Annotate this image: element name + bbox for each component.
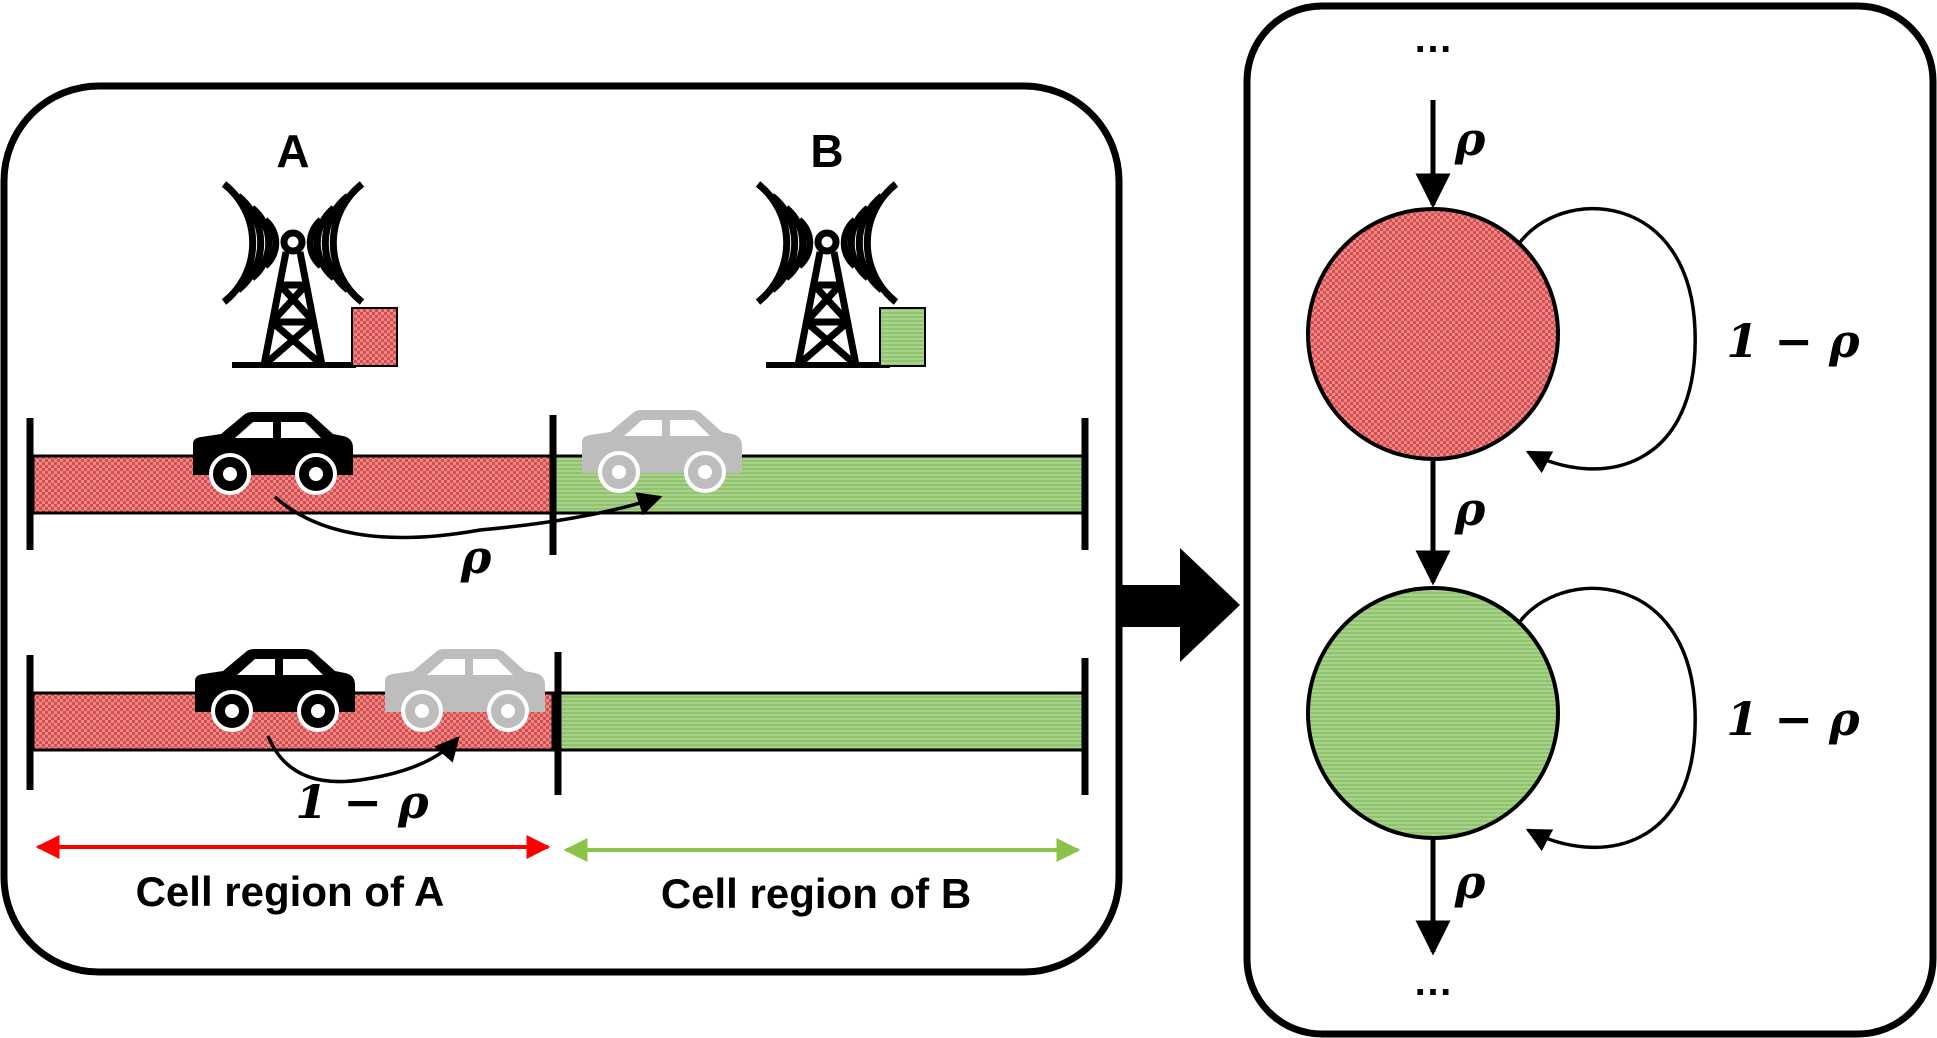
car-icon bbox=[193, 412, 353, 495]
outgoing-probability-label: ρ bbox=[1454, 855, 1486, 909]
state-b-selfloop-arrow bbox=[1516, 586, 1697, 852]
right-panel-frame bbox=[1243, 2, 1937, 1038]
tower-b-cell-marker bbox=[879, 307, 926, 367]
left-panel-frame bbox=[0, 82, 1123, 976]
tower-b-label: B bbox=[810, 125, 843, 177]
tower-a-cell-marker bbox=[351, 307, 398, 367]
incoming-probability-label: ρ bbox=[1454, 112, 1486, 166]
state-a-selfloop-label: 1 − ρ bbox=[1726, 314, 1860, 368]
region-b-label: Cell region of B bbox=[661, 870, 971, 917]
bottom-ellipsis: … bbox=[1413, 960, 1453, 1004]
state-a-node bbox=[1306, 207, 1560, 461]
tower-b-antenna-icon bbox=[755, 181, 899, 368]
handover-arrow bbox=[273, 492, 663, 540]
state-b-node bbox=[1306, 586, 1560, 840]
between-states-probability-label: ρ bbox=[1454, 482, 1486, 536]
stay-probability-label: 1 − ρ bbox=[295, 775, 429, 829]
bottom-road-region-b bbox=[551, 691, 1087, 752]
region-a-label: Cell region of A bbox=[136, 868, 445, 915]
panel-transition-arrow bbox=[1118, 548, 1240, 662]
top-ellipsis: … bbox=[1413, 17, 1453, 61]
stay-arrow bbox=[266, 735, 460, 784]
tower-a-antenna-icon bbox=[221, 181, 365, 368]
tower-a-label: A bbox=[276, 125, 309, 177]
car-icon-bottom bbox=[195, 649, 355, 732]
state-a-selfloop-arrow bbox=[1516, 206, 1697, 474]
handover-probability-label: ρ bbox=[460, 530, 492, 584]
ghost-car-icon bbox=[582, 410, 742, 493]
state-b-selfloop-label: 1 − ρ bbox=[1726, 692, 1860, 746]
ghost-car-icon-bottom bbox=[385, 649, 545, 732]
